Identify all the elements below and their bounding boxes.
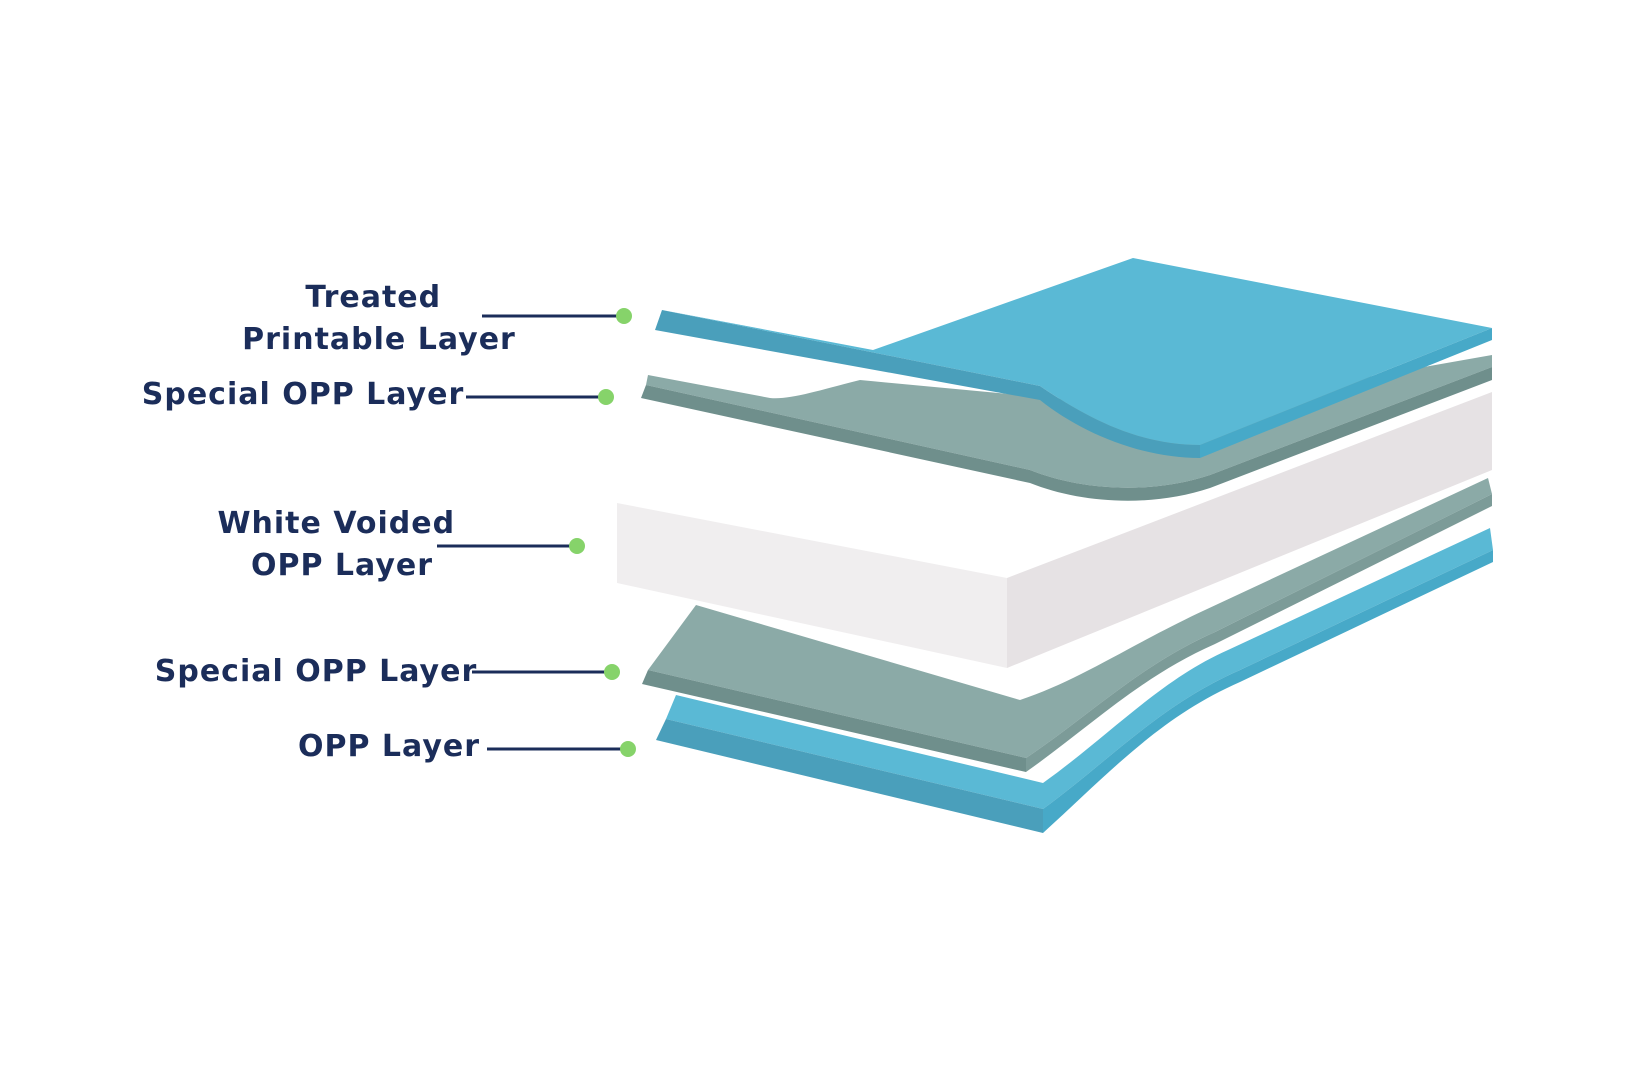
treated-printable-layer-shape (655, 258, 1492, 458)
label-special-opp-bottom: Special OPP Layer (155, 654, 478, 689)
label-white-voided: White Voided OPP Layer (217, 506, 466, 583)
label-opp: OPP Layer (298, 729, 480, 764)
leader-special-opp-bottom (472, 664, 620, 680)
marker-dot-icon (598, 389, 614, 405)
marker-dot-icon (620, 741, 636, 757)
leader-white-voided (437, 538, 585, 554)
marker-dot-icon (604, 664, 620, 680)
label-special-opp-top: Special OPP Layer (142, 377, 465, 412)
label-treated-printable: Treated Printable Layer (242, 280, 516, 357)
leader-treated-printable (482, 308, 632, 324)
marker-dot-icon (569, 538, 585, 554)
special-opp-bottom-layer-shape (642, 478, 1492, 772)
leader-special-opp-top (466, 389, 614, 405)
marker-dot-icon (616, 308, 632, 324)
opp-layer-shape (656, 528, 1493, 833)
leader-opp (487, 741, 636, 757)
special-opp-top-layer-shape (641, 355, 1492, 501)
